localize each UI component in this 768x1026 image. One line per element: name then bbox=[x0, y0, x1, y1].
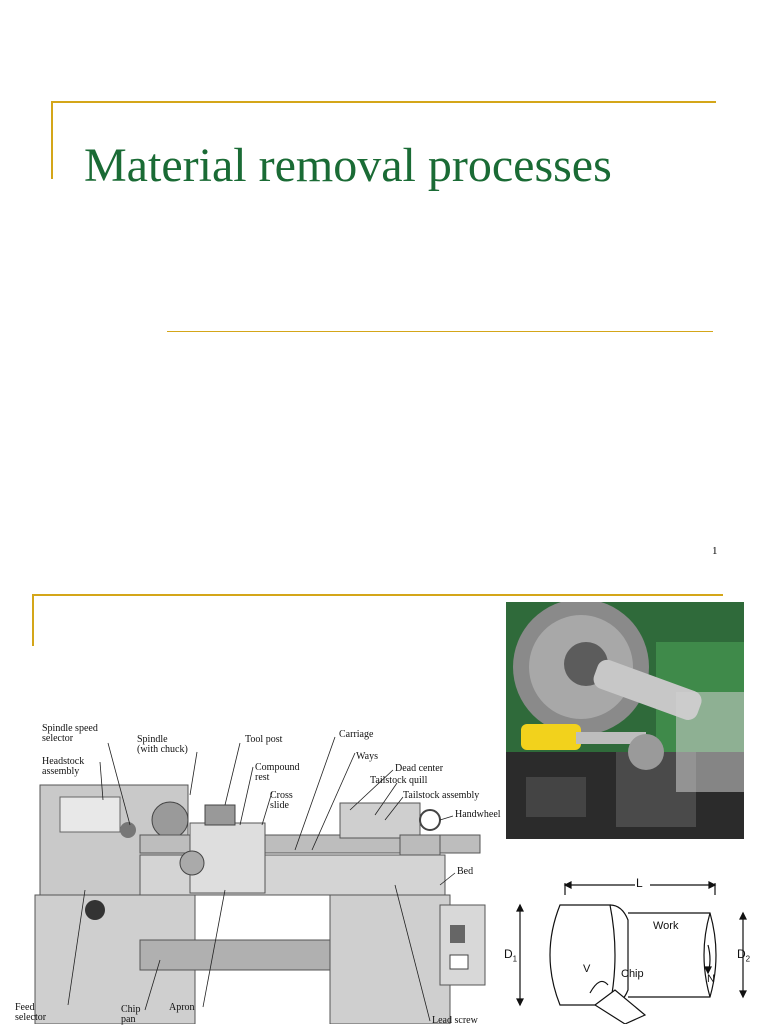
label-spindle-speed-selector: Spindle speed selector bbox=[42, 723, 98, 744]
dim-d1: D1 bbox=[504, 947, 518, 964]
label-chip: Chip bbox=[621, 968, 644, 980]
label-cross-slide: Cross slide bbox=[270, 790, 293, 811]
label-handwheel: Handwheel bbox=[455, 809, 501, 820]
title-rule-left bbox=[51, 101, 53, 179]
label-v: V bbox=[583, 963, 591, 975]
lathe-chuck-photo bbox=[506, 602, 744, 839]
dim-length: L bbox=[636, 876, 643, 890]
label-tailstock-assembly: Tailstock assembly bbox=[403, 790, 480, 801]
label-dead-center: Dead center bbox=[395, 763, 444, 774]
label-headstock-assembly: Headstock assembly bbox=[42, 756, 85, 777]
slide-1: Material removal processes 1 bbox=[51, 101, 718, 557]
turning-diagram bbox=[516, 881, 747, 1024]
label-lead-screw: Lead screw bbox=[432, 1015, 478, 1026]
subtitle-rule bbox=[167, 331, 713, 332]
label-compound-rest: Compound rest bbox=[255, 762, 300, 783]
label-carriage: Carriage bbox=[339, 729, 374, 740]
label-n: N bbox=[707, 973, 715, 985]
label-apron: Apron bbox=[169, 1002, 195, 1013]
label-ways: Ways bbox=[356, 751, 378, 762]
slide-2: Spindle speed selector Spindle (with chu… bbox=[0, 585, 768, 1026]
lathe-machine-illustration bbox=[34, 784, 486, 1024]
label-work: Work bbox=[653, 920, 679, 932]
label-chip-pan: Chip pan bbox=[121, 1004, 141, 1025]
slide2-rule-top bbox=[32, 594, 723, 596]
label-tailstock-quill: Tailstock quill bbox=[370, 775, 428, 786]
lathe-leaders bbox=[67, 736, 456, 1022]
label-feed-selector: Feed selector bbox=[15, 1002, 47, 1023]
label-bed: Bed bbox=[457, 866, 474, 877]
label-spindle: Spindle (with chuck) bbox=[137, 734, 188, 755]
slide2-rule-left bbox=[32, 594, 34, 646]
slide-title: Material removal processes bbox=[84, 139, 612, 192]
title-rule-top bbox=[51, 101, 716, 103]
label-tool-post: Tool post bbox=[245, 734, 283, 745]
page-number: 1 bbox=[712, 545, 718, 557]
dim-d2: D2 bbox=[737, 947, 751, 964]
